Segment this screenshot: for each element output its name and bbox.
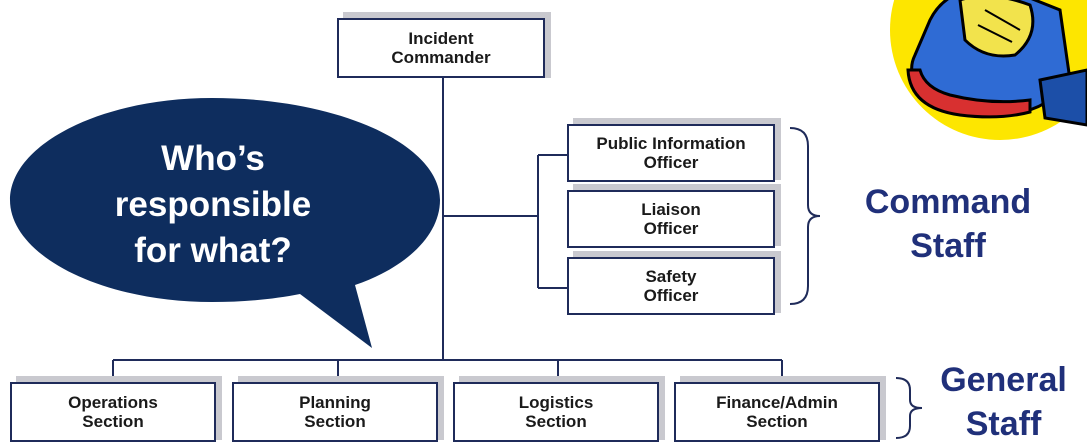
safety-officer-label: Safety Officer <box>643 267 699 305</box>
cartoon-character-icon <box>890 0 1087 140</box>
liaison-officer-label: Liaison Officer <box>641 200 701 238</box>
liaison-officer-box: Liaison Officer <box>567 190 775 248</box>
finance-admin-section-label: Finance/Admin Section <box>716 393 838 431</box>
command-staff-label: Command Staff <box>864 183 1032 265</box>
incident-commander-label: Incident Commander <box>391 29 491 67</box>
incident-commander-box: Incident Commander <box>337 18 545 78</box>
finance-admin-section-box: Finance/Admin Section <box>674 382 880 442</box>
speech-bubble <box>10 98 440 348</box>
public-information-officer-label: Public Information Officer <box>596 134 746 172</box>
general-staff-label: General Staff <box>940 361 1067 443</box>
planning-section-label: Planning Section <box>299 393 371 431</box>
general-staff-bracket <box>895 377 923 439</box>
command-staff-bracket <box>789 127 821 305</box>
callout-question: Who’s responsible for what? <box>114 139 312 270</box>
public-information-officer-box: Public Information Officer <box>567 124 775 182</box>
logistics-section-label: Logistics Section <box>518 393 594 431</box>
operations-section-box: Operations Section <box>10 382 216 442</box>
safety-officer-box: Safety Officer <box>567 257 775 315</box>
planning-section-box: Planning Section <box>232 382 438 442</box>
logistics-section-box: Logistics Section <box>453 382 659 442</box>
operations-section-label: Operations Section <box>68 393 158 431</box>
